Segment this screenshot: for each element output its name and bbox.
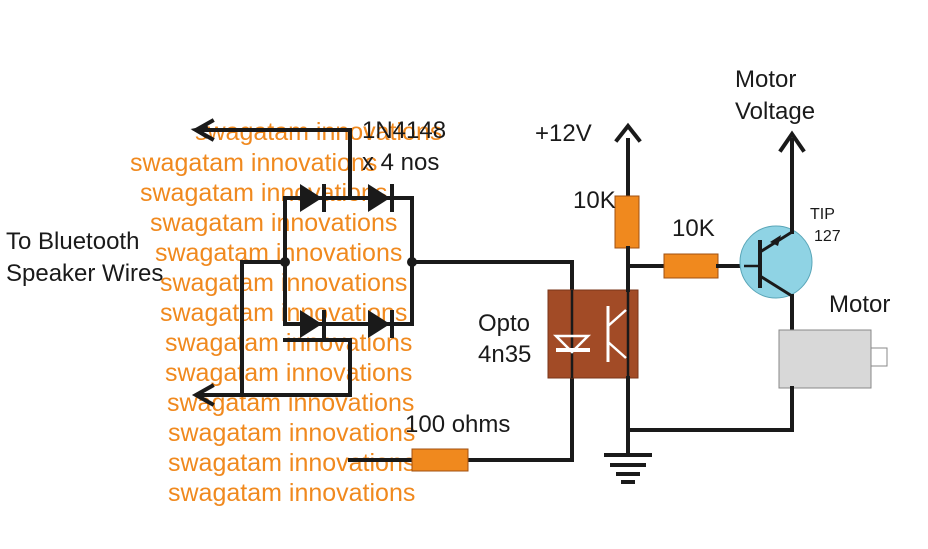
junction-dot <box>407 257 417 267</box>
supply-rail <box>614 122 746 292</box>
motor <box>626 329 888 432</box>
input-resistor-branch <box>348 373 574 472</box>
resistor-10k-base <box>663 253 719 279</box>
motor-body <box>778 329 872 389</box>
transistor-number-label: 127 <box>814 228 841 245</box>
ground-symbol <box>604 376 652 484</box>
bridge-rectifier <box>240 184 574 397</box>
diode-4 <box>368 310 394 338</box>
resistor-100-ohms <box>411 448 469 472</box>
base-resistor-label: 10K <box>672 215 715 242</box>
input-resistor-label: 100 ohms <box>405 411 510 438</box>
watermark-line: swagatam innovations <box>168 479 415 507</box>
watermark-line: swagatam innovations <box>150 209 397 237</box>
pullup-resistor-label: 10K <box>573 187 616 214</box>
bluetooth-label-line2: Speaker Wires <box>6 260 163 287</box>
transistor-type-label: TIP <box>810 206 835 223</box>
motor-shaft <box>870 347 888 367</box>
diode-1 <box>300 184 326 212</box>
motor-label: Motor <box>829 291 890 318</box>
diode-label: 1N4148 <box>362 117 446 144</box>
supply-label: +12V <box>535 120 592 147</box>
watermark-line: swagatam innovations <box>140 179 387 207</box>
motor-voltage-label-line2: Voltage <box>735 98 815 125</box>
led-icon <box>552 334 592 354</box>
diode-2 <box>368 184 394 212</box>
resistor-10k-pullup <box>614 195 640 249</box>
labels: To Bluetooth Speaker Wires 1N4148 x 4 no… <box>6 66 890 438</box>
watermark-line: swagatam innovations <box>168 419 415 447</box>
watermark-line: swagatam innovations <box>165 359 412 387</box>
motor-voltage-line <box>778 130 806 334</box>
diode-3 <box>300 310 326 338</box>
opto-label-line1: Opto <box>478 310 530 337</box>
opto-label-line2: 4n35 <box>478 341 531 368</box>
watermark-line: swagatam innovations <box>168 449 415 477</box>
junction-dot <box>280 257 290 267</box>
optocoupler <box>547 289 639 379</box>
transistor-tip127 <box>739 225 813 299</box>
motor-voltage-label-line1: Motor <box>735 66 796 93</box>
bluetooth-label-line1: To Bluetooth <box>6 228 139 255</box>
watermark-line: swagatam innovations <box>130 149 377 177</box>
diode-count-label: x 4 nos <box>362 149 439 176</box>
